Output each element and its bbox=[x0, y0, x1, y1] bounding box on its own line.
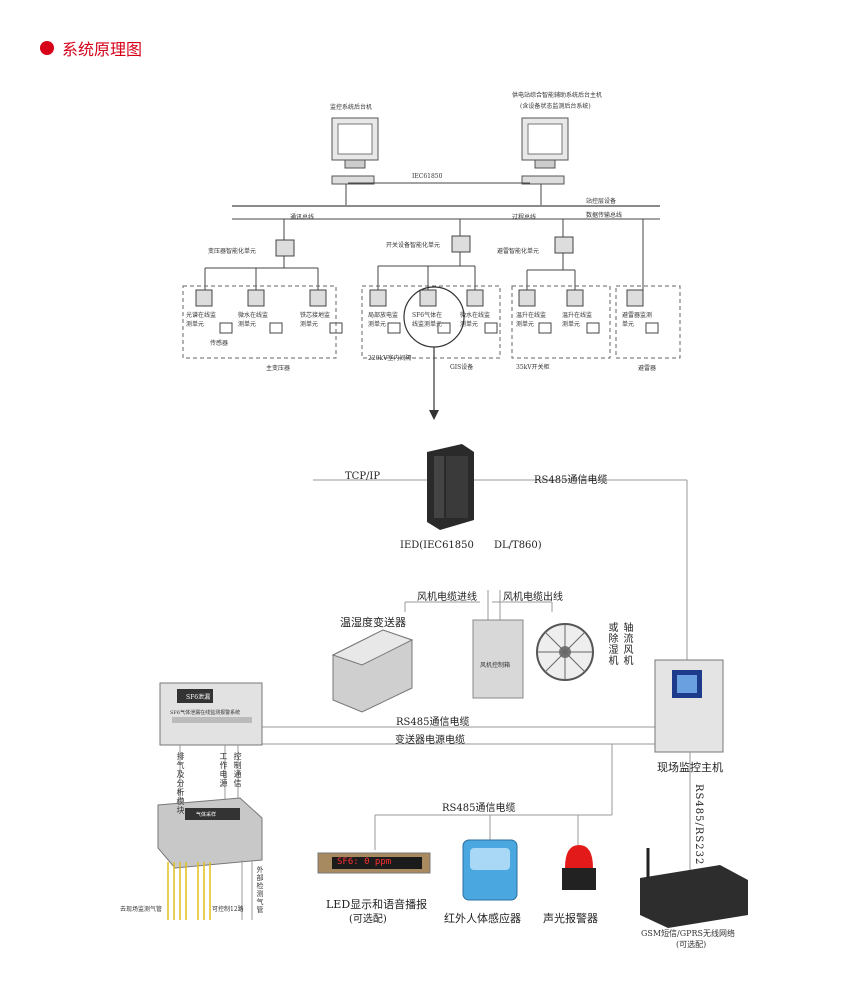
ctrl-label: 可控制12路 bbox=[212, 906, 244, 913]
led-sub-label: (可选配) bbox=[349, 914, 387, 925]
vert4-label: 外部检测气管 bbox=[256, 866, 264, 914]
monitor-screen-text: SF6泄漏 bbox=[186, 694, 211, 701]
unit-box-3 bbox=[554, 236, 574, 254]
sensor-label: 传感器 bbox=[210, 340, 229, 347]
section-title: 系统原理图 bbox=[62, 40, 143, 59]
mon5-label: SF6气体在线监测单元 bbox=[412, 312, 443, 328]
axial-fan-icon bbox=[536, 623, 594, 681]
host-label: 现场监控主机 bbox=[657, 761, 723, 774]
bus-mid-label: 过程总线 bbox=[512, 214, 537, 221]
unit-box-2 bbox=[451, 235, 471, 253]
fan-control-box bbox=[472, 619, 524, 699]
led-label: LED显示和语音播报 bbox=[326, 898, 428, 911]
group4-label: 35kV开关柜 bbox=[516, 364, 550, 371]
humidity-transmitter bbox=[331, 629, 414, 713]
fan-in-label: 风机电缆进线 bbox=[417, 592, 477, 603]
group1-label: 主变压器 bbox=[266, 365, 291, 372]
section-header: 系统原理图 bbox=[40, 36, 142, 60]
rs485-low-label: RS485通信电缆 bbox=[442, 803, 516, 814]
monitor-title-text: SF6气体泄漏在线监测报警系统 bbox=[170, 710, 241, 716]
tcpip-label: TCP/IP bbox=[345, 471, 381, 482]
mon6-label: 微水在线监测单元 bbox=[460, 312, 491, 328]
fan-chars-label: 轴流风机 bbox=[621, 622, 632, 666]
sf6-monitor-device bbox=[159, 682, 263, 746]
rs485-232-label: RS485/RS232 bbox=[693, 784, 704, 866]
left-pc-icon bbox=[331, 117, 379, 185]
fan-chars2-label: 或除湿机 bbox=[606, 622, 617, 666]
mon8-label: 温升在线监测单元 bbox=[562, 312, 593, 328]
station-bus-label: 站控层设备 bbox=[586, 198, 617, 205]
led-text: SF6: 0 ppm bbox=[337, 857, 392, 867]
alarm-light-icon bbox=[562, 845, 596, 890]
sampler-title: 气体采样 bbox=[196, 812, 217, 818]
rs485-top-label: RS485通信电缆 bbox=[534, 475, 608, 486]
group5-label: 避雷器 bbox=[638, 365, 657, 372]
mon1-label: 光谱在线监测单元 bbox=[186, 312, 217, 328]
ir-label: 红外人体感应器 bbox=[444, 912, 521, 925]
pc-right-sub: (含设备状态监测后台系统) bbox=[520, 103, 591, 110]
gsm-sub-label: (可选配) bbox=[676, 940, 707, 949]
ied-label: IED(IEC61850 bbox=[400, 540, 474, 551]
mon2-label: 微水在线监测单元 bbox=[238, 312, 269, 328]
vert1-label: 排气及分析模块 bbox=[176, 752, 185, 815]
vert3-label: 控制通信 bbox=[233, 752, 242, 788]
fan-box-label: 风机控制箱 bbox=[480, 662, 511, 669]
gsm-label: GSM短信/GPRS无线网络 bbox=[641, 929, 736, 938]
alarm-label: 声光报警器 bbox=[543, 912, 598, 925]
down-arrow-icon bbox=[429, 410, 439, 420]
gsm-device bbox=[640, 848, 748, 928]
group2-label: 220kV室内间隔 bbox=[368, 355, 412, 362]
mon3-label: 铁芯接地监测单元 bbox=[300, 312, 331, 328]
iec-line-label: IEC61850 bbox=[412, 173, 443, 180]
pc-right-label: 供电站综合智能辅助系统后台主机 bbox=[512, 92, 603, 99]
bullet-dot-icon bbox=[40, 41, 54, 55]
unit-other-label: 避雷智能化单元 bbox=[497, 248, 540, 255]
gas-sampler-device bbox=[157, 797, 263, 869]
unit-box-1 bbox=[275, 239, 295, 257]
humidity-label: 温湿度变送器 bbox=[340, 616, 406, 629]
pc-left-label: 监控系统后台机 bbox=[330, 104, 373, 111]
ied-label-2: DL/T860) bbox=[494, 540, 542, 551]
vert2-label: 工作电源 bbox=[219, 752, 228, 788]
right-pc-icon bbox=[521, 117, 569, 185]
unit-transformer-label: 变压器智能化单元 bbox=[208, 248, 257, 255]
ied-device bbox=[427, 444, 474, 530]
mon4-label: 局部放电监测单元 bbox=[368, 312, 399, 328]
group3-label: GIS设备 bbox=[450, 364, 474, 371]
unit-switch-label: 开关设备智能化单元 bbox=[386, 242, 441, 249]
pipe-label: 去现场监测气管 bbox=[120, 906, 163, 913]
mon7-label: 温升在线监测单元 bbox=[516, 312, 547, 328]
ir-sensor-icon bbox=[462, 839, 518, 901]
bus-left-label: 通讯总线 bbox=[290, 214, 315, 221]
rs485-mid-label: RS485通信电缆 bbox=[396, 717, 470, 728]
mon9-label: 避雷器监测单元 bbox=[622, 312, 653, 328]
hotline-label: 数据传输总线 bbox=[586, 212, 623, 219]
power-cable-label: 变送器电源电缆 bbox=[395, 735, 465, 746]
fan-out-label: 风机电缆出线 bbox=[503, 592, 563, 603]
onsite-host-device bbox=[654, 659, 724, 753]
